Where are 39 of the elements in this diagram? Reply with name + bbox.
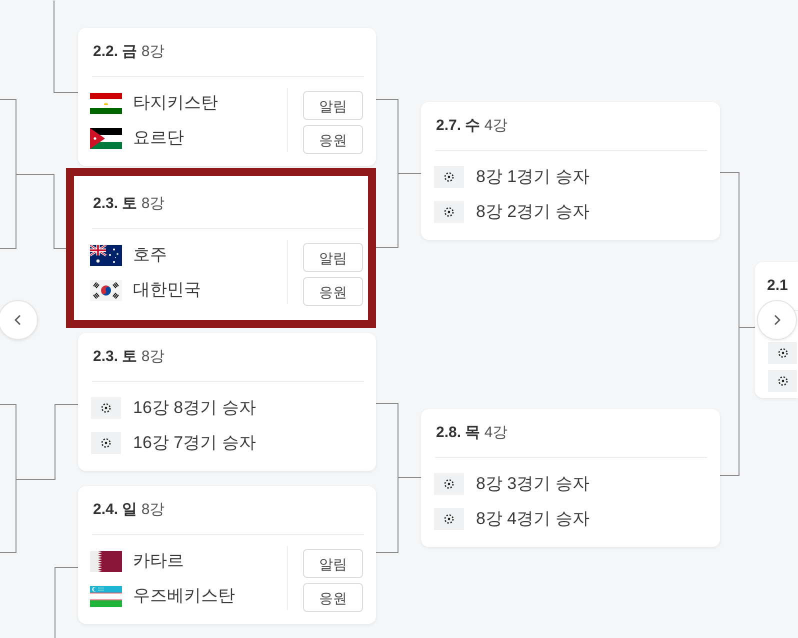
notification-button: 알림 (303, 91, 363, 120)
team-name: 8강 3경기 승자 (476, 473, 590, 495)
bracket-line (720, 327, 756, 476)
notification-button: 알림 (303, 549, 363, 578)
match-heading: 2.3. 토 8강 (93, 194, 165, 214)
match-card (421, 409, 720, 547)
bracket-line (54, 0, 78, 93)
team-name: 8강 4경기 승자 (476, 508, 590, 530)
team-name: 8강 2경기 승자 (476, 201, 590, 223)
match-card (421, 102, 720, 240)
cheer-button: 응원 (303, 125, 363, 154)
match-heading: 2.4. 일 8강 (93, 500, 165, 520)
team-name: 8강 1경기 승자 (476, 166, 590, 188)
match-heading: 2.2. 금 8강 (93, 42, 165, 62)
cheer-button: 응원 (303, 277, 363, 306)
notification-button: 알림 (303, 243, 363, 272)
team-name: 요르단 (133, 127, 184, 149)
match-card (66, 168, 376, 328)
team-name: 카타르 (133, 550, 184, 572)
bracket-line (376, 173, 422, 248)
match-heading: 2.8. 목 4강 (436, 423, 508, 443)
match-card (78, 28, 376, 166)
bracket-line (376, 477, 422, 553)
match-card (78, 486, 376, 624)
match-heading: 2.7. 수 4강 (436, 116, 508, 136)
team-name: 타지키스탄 (133, 92, 218, 114)
match-heading: 2.1 (767, 276, 788, 296)
bracket-line (0, 404, 78, 553)
team-name: 16강 8경기 승자 (133, 397, 256, 419)
team-name: 우즈베키스탄 (133, 585, 235, 607)
match-card (78, 333, 376, 471)
cheer-button: 응원 (303, 583, 363, 612)
bracket-line (0, 174, 66, 249)
team-name: 대한민국 (133, 279, 201, 301)
match-card (755, 262, 798, 398)
match-heading: 2.3. 토 8강 (93, 347, 165, 367)
team-name: 호주 (133, 244, 167, 266)
team-name: 16강 7경기 승자 (133, 432, 256, 454)
bracket-line (54, 567, 78, 638)
